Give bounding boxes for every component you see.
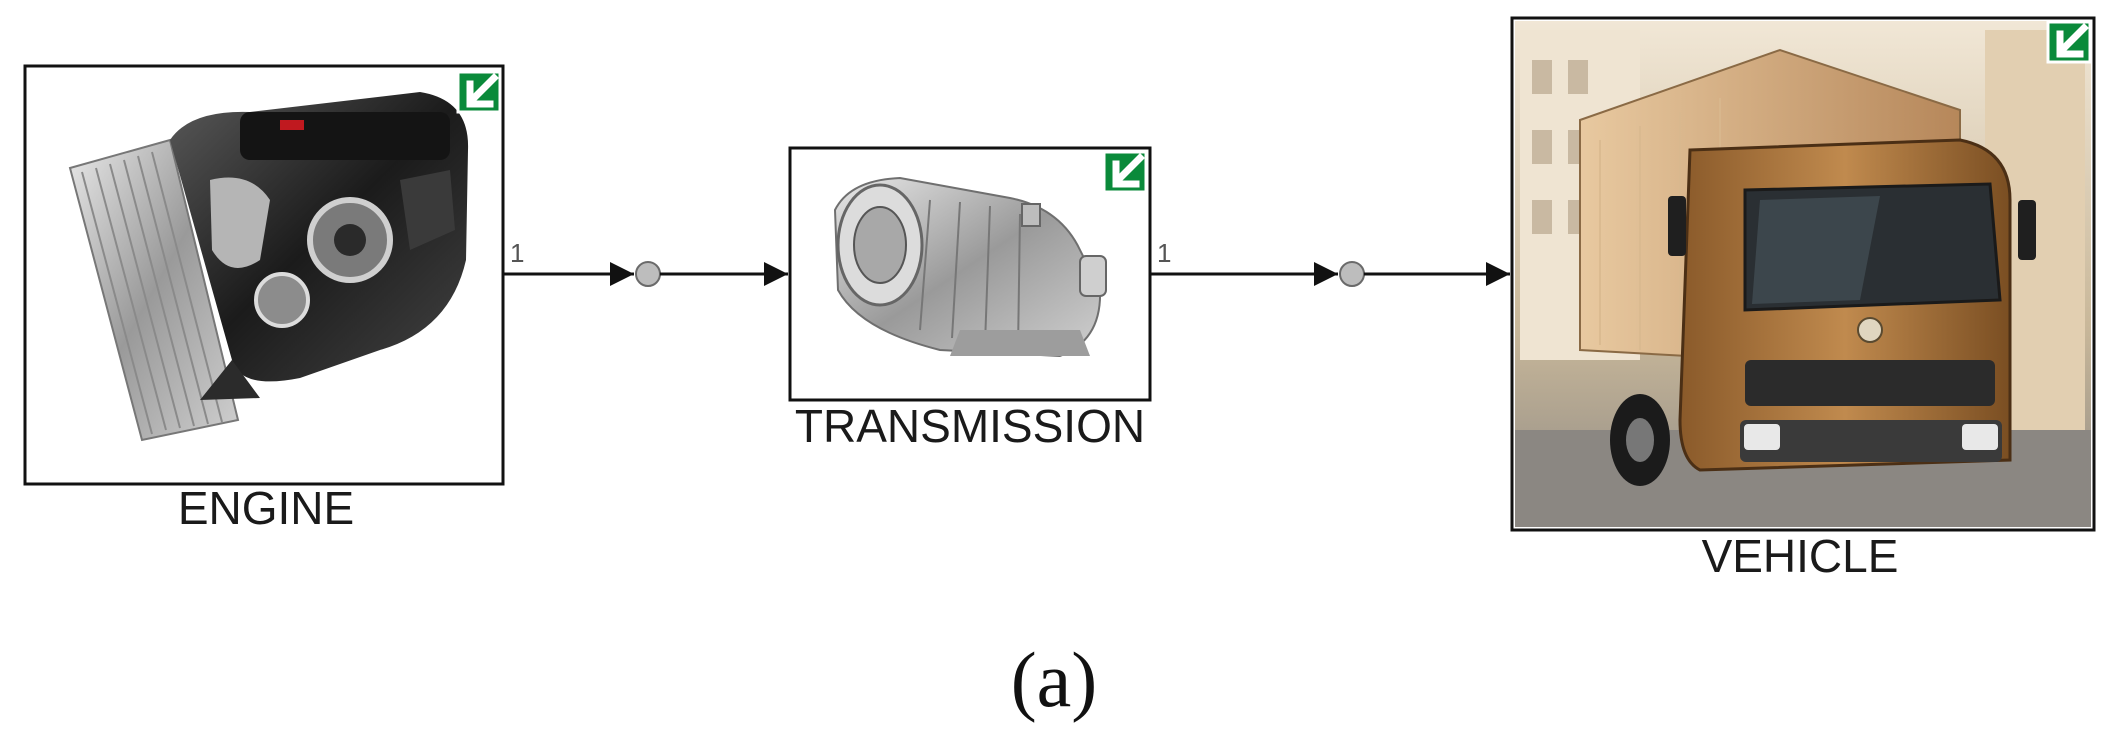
engine-block[interactable]: ENGINE — [23, 64, 505, 534]
connector-node-icon[interactable] — [635, 261, 661, 287]
vehicle-link-icon[interactable] — [2046, 20, 2092, 64]
engine-output-port-label: 1 — [510, 238, 524, 268]
transmission-to-vehicle-connection[interactable]: 1 — [1150, 238, 1510, 287]
vehicle-block[interactable]: VEHICLE — [1510, 16, 2096, 582]
transmission-output-port-label: 1 — [1157, 238, 1171, 268]
vehicle-picture — [1515, 21, 2091, 527]
transmission-label: TRANSMISSION — [795, 400, 1145, 452]
engine-picture — [68, 92, 469, 442]
connector-node-icon[interactable] — [1339, 261, 1365, 287]
transmission-block[interactable]: TRANSMISSION — [788, 146, 1152, 452]
engine-link-icon[interactable] — [456, 70, 502, 114]
transmission-picture — [833, 176, 1107, 358]
figure-caption: (a) — [1011, 636, 1098, 723]
engine-label: ENGINE — [178, 482, 354, 534]
vehicle-label: VEHICLE — [1702, 530, 1899, 582]
engine-to-transmission-connection[interactable]: 1 — [503, 238, 788, 287]
transmission-link-icon[interactable] — [1102, 150, 1148, 194]
